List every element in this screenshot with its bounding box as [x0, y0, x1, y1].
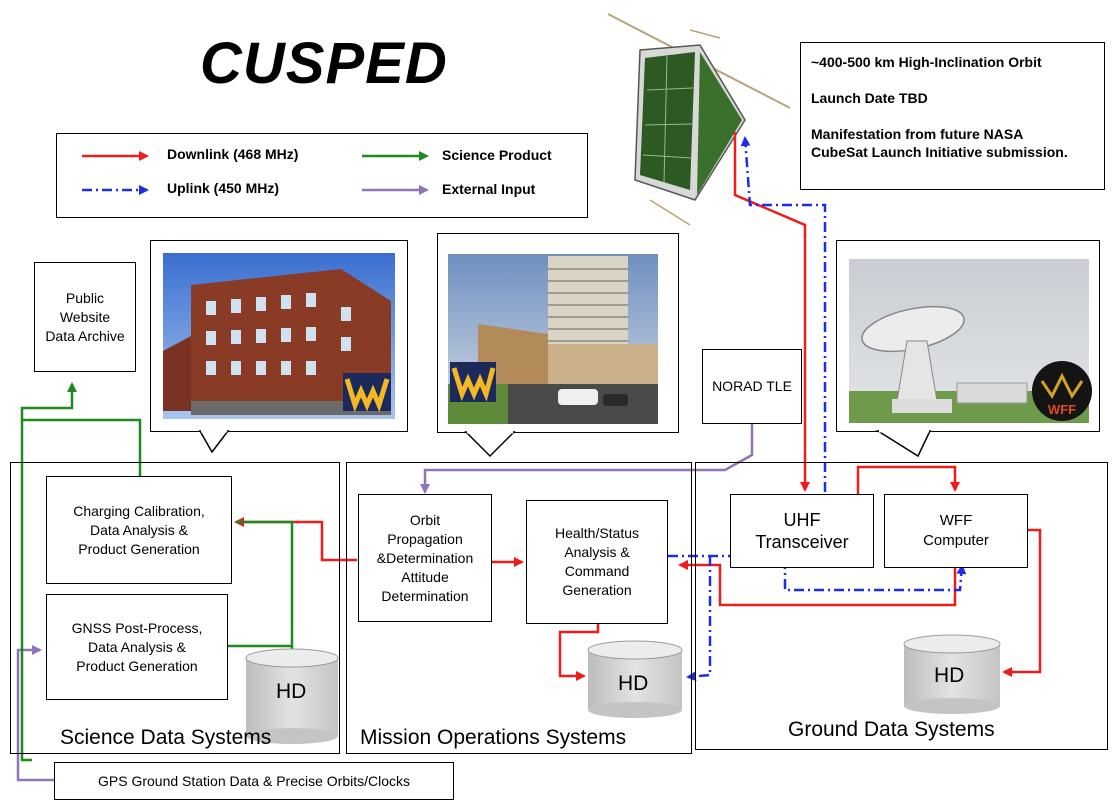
science-data-systems-label: Science Data Systems: [60, 726, 272, 749]
gnss-line-1: GNSS Post-Process,: [71, 619, 203, 636]
science-hd-label: HD: [276, 680, 307, 703]
health-status-box: Health/Status Analysis & Command Generat…: [526, 500, 668, 624]
uhf-line-2: Transceiver: [755, 532, 849, 552]
ground-data-systems-panel: [695, 462, 1108, 750]
orbit-info-box: ~400-500 km High-Inclination Orbit Launc…: [800, 42, 1105, 190]
legend-swatches: [82, 151, 429, 195]
gnss-line-3: Product Generation: [76, 657, 198, 674]
norad-tle-box: NORAD TLE: [702, 349, 802, 424]
orbit-info-manifest-1: Manifestation from future NASA: [811, 126, 1024, 142]
charging-line-3: Product Generation: [78, 540, 200, 557]
orbit-info-altitude: ~400-500 km High-Inclination Orbit: [811, 54, 1042, 70]
orbit-line-5: Determination: [381, 587, 469, 604]
archive-line-2: Website: [59, 308, 111, 325]
archive-line-1: Public: [65, 289, 105, 306]
ground-hd-label: HD: [934, 664, 965, 687]
gnss-post-process-box: GNSS Post-Process, Data Analysis & Produ…: [46, 594, 228, 700]
science-building-callout: [150, 240, 408, 432]
charging-calibration-box: Charging Calibration, Data Analysis & Pr…: [46, 476, 232, 584]
gps-ground-station-box: GPS Ground Station Data & Precise Orbits…: [54, 762, 454, 800]
legend-downlink: Downlink (468 MHz): [167, 146, 299, 162]
ground-station-photo: WFF: [849, 259, 1092, 423]
charging-line-1: Charging Calibration,: [73, 502, 205, 519]
wff-line-1: WFF: [939, 512, 973, 529]
orbit-info-manifest-2: CubeSat Launch Initiative submission.: [811, 144, 1068, 160]
legend-uplink: Uplink (450 MHz): [167, 180, 280, 196]
public-website-archive-box: Public Website Data Archive: [34, 262, 136, 372]
orbit-info-launch-date: Launch Date TBD: [811, 90, 928, 106]
orbit-line-4: Attitude: [401, 568, 449, 585]
wff-computer-box: WFF Computer: [884, 494, 1028, 568]
legend: Downlink (468 MHz) Uplink (450 MHz) Scie…: [56, 133, 588, 218]
orbit-line-3: &Determination: [376, 549, 474, 566]
wv-logo-1: [343, 373, 391, 413]
ground-data-systems-label: Ground Data Systems: [788, 718, 995, 741]
mission-building-callout: [437, 233, 679, 433]
wff-line-2: Computer: [923, 532, 989, 549]
orbit-line-2: Propagation: [387, 530, 463, 547]
gnss-line-2: Data Analysis &: [87, 638, 187, 655]
orbit-line-1: Orbit: [409, 511, 441, 528]
wv-logo-2: [450, 362, 496, 402]
legend-external-input: External Input: [442, 181, 536, 197]
health-line-4: Generation: [562, 582, 632, 598]
science-data-systems-panel: [10, 462, 340, 754]
charging-line-2: Data Analysis &: [89, 521, 189, 538]
uhf-transceiver-box: UHF Transceiver: [730, 494, 874, 568]
diagram-title: CUSPED: [200, 31, 448, 96]
legend-science-product: Science Product: [442, 147, 552, 163]
uhf-line-1: UHF: [783, 510, 821, 530]
mission-hd-label: HD: [618, 672, 649, 695]
archive-line-3: Data Archive: [45, 327, 125, 344]
orbit-propagation-box: Orbit Propagation &Determination Attitud…: [358, 494, 492, 622]
mission-operations-systems-panel: [346, 462, 692, 754]
health-line-3: Command: [564, 563, 630, 579]
mission-building-photo: [448, 254, 658, 424]
mission-operations-systems-label: Mission Operations Systems: [360, 726, 627, 749]
health-line-1: Health/Status: [554, 525, 640, 541]
wff-badge-text: WFF: [1048, 402, 1076, 417]
health-line-2: Analysis &: [564, 544, 630, 560]
science-building-photo: [163, 253, 395, 419]
cubesat-image: [607, 13, 791, 226]
ground-station-callout: WFF: [836, 240, 1100, 432]
